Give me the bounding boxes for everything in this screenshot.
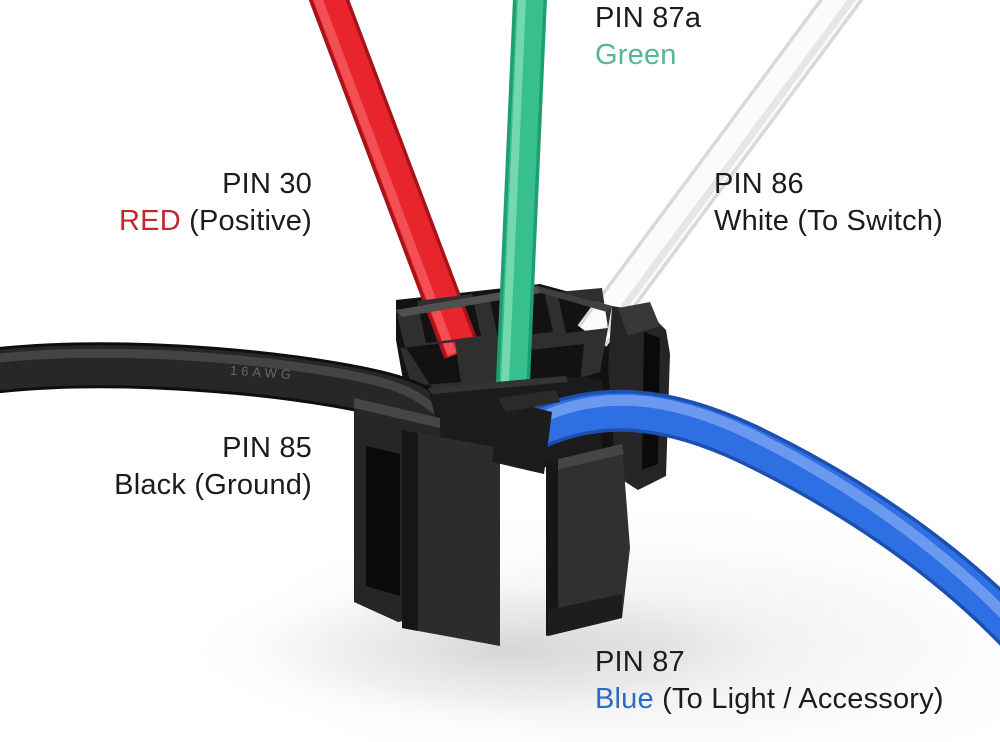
pin-85-rest: Black (Ground) [114,469,312,501]
socket-center-leg-shade [402,430,418,631]
white-wire-shade [595,0,856,345]
red-wire-core [312,0,477,358]
pin-85-wire: Black (Ground) [114,467,312,504]
blue-wire-highlight [525,394,1000,618]
relay-socket-notch [492,390,560,474]
red-wire [308,0,480,359]
socket-right-leg-foot [548,594,622,636]
pin-30-rest: (Positive) [180,205,312,237]
pin-30-wire: RED (Positive) [119,203,312,240]
pin-30-number: PIN 30 [222,168,312,200]
pin-87-wire: Blue (To Light / Accessory) [595,681,944,718]
pin-86-rest: White (To Switch) [714,205,943,237]
socket-left-bracket-top [354,398,440,428]
label-pin-85: PIN 85 Black (Ground) [114,430,312,504]
green-wire-highlight [500,0,526,405]
pin-87-rest: (To Light / Accessory) [653,683,944,715]
socket-right-leg-shade [546,459,558,636]
green-wire [495,0,547,405]
black-wire-core [0,345,462,444]
socket-notch-wall [492,398,552,474]
label-pin-87: PIN 87 Blue (To Light / Accessory) [595,644,944,718]
pin-30-color-word: RED [119,205,181,237]
pin-87a-color-word: Green [595,39,677,71]
pin-87a-number: PIN 87a [595,2,702,34]
socket-left-bracket-slot [366,446,400,596]
socket-right-leg [546,444,630,636]
socket-right-tab-clip [618,302,660,336]
green-wire-core [498,0,544,405]
white-wire-core [580,0,860,345]
red-wire-highlight [313,0,457,356]
pin-85-number: PIN 85 [222,432,312,464]
socket-rim-highlight-right [537,286,612,312]
pin-86-number: PIN 86 [714,168,804,200]
white-wire [577,0,864,347]
black-wire-print: 16AWG [230,363,296,382]
socket-right-leg-top [546,444,624,472]
socket-front-wall-lip [428,376,568,394]
blue-wire [501,389,1000,646]
pin-87a-wire: Green [595,37,701,74]
pin-87-number: PIN 87 [595,646,685,678]
label-pin-86: PIN 86 White (To Switch) [714,166,943,240]
label-pin-87a: PIN 87a Green [595,0,701,74]
label-pin-30: PIN 30 RED (Positive) [119,166,312,240]
socket-center-leg [402,430,500,646]
pin-86-wire: White (To Switch) [714,203,943,240]
black-wire-highlight [0,348,439,414]
floor-shadow-core [175,565,835,735]
blue-wire-core [504,393,1000,641]
black-wire: 16AWG [0,342,465,447]
pin-87-color-word: Blue [595,683,654,715]
socket-top-rim [396,286,612,388]
socket-notch-top [498,390,560,412]
